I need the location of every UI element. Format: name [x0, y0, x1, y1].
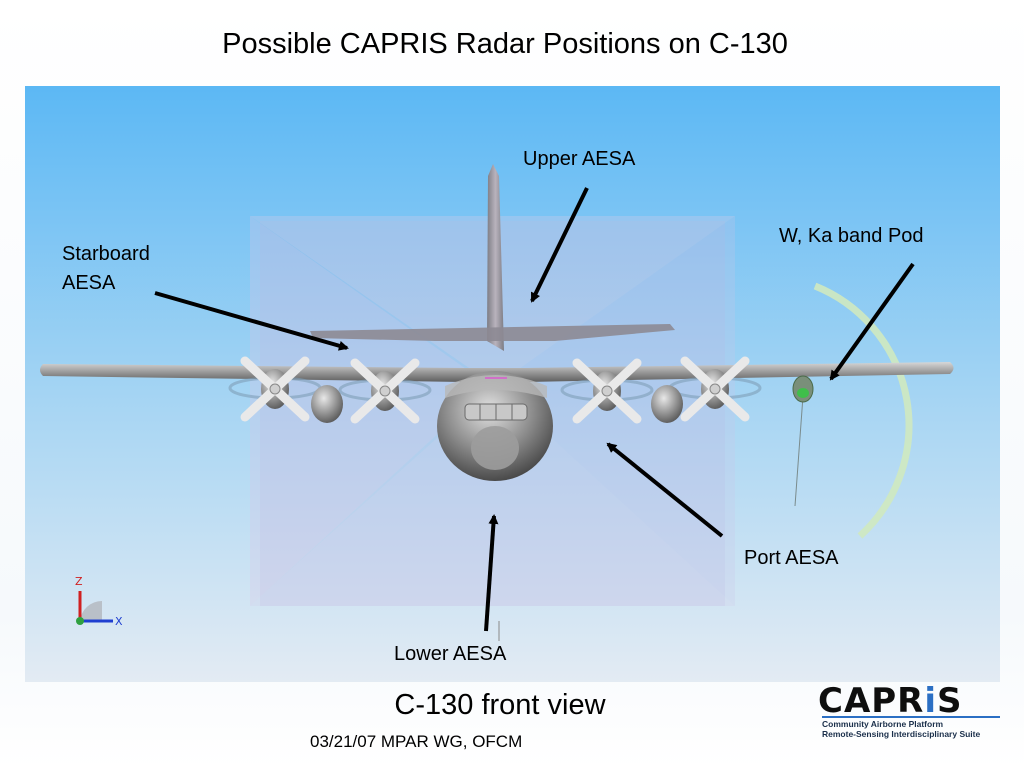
fuselage	[437, 371, 553, 481]
vertical-tail	[487, 164, 504, 351]
slide-footer: 03/21/07 MPAR WG, OFCM	[310, 732, 523, 751]
axis-x-label: X	[115, 615, 123, 628]
axis-triad: Z X	[75, 575, 123, 628]
label-lower-aesa: Lower AESA	[394, 643, 507, 665]
logo-tagline-1: Community Airborne Platform	[822, 719, 944, 729]
capris-logo: CAPRiS Community Airborne Platform Remot…	[818, 683, 1002, 743]
axis-z-label: Z	[75, 575, 83, 588]
label-wka-band-pod: W, Ka band Pod	[779, 225, 924, 247]
logo-bar	[822, 716, 1000, 718]
label-port-aesa: Port AESA	[744, 547, 839, 569]
pod-scan-arc	[813, 282, 913, 539]
horizontal-stabilizer	[310, 324, 675, 341]
arrow-lower-aesa	[484, 514, 499, 632]
arrow-port-aesa	[606, 442, 724, 538]
arrow-pod	[829, 262, 915, 381]
callout-arrows	[154, 187, 915, 632]
label-upper-aesa: Upper AESA	[523, 148, 636, 170]
label-starboard-aesa: Starboard AESA	[62, 243, 150, 294]
logo-tagline-2: Remote-Sensing Interdisciplinary Suite	[822, 729, 981, 739]
slide-title: Possible CAPRIS Radar Positions on C-130	[222, 28, 788, 60]
figure-caption: C-130 front view	[394, 689, 606, 721]
logo-wordmark: CAPRiS	[818, 681, 963, 721]
aircraft-scene: Z X	[25, 86, 1000, 682]
arrow-starboard-aesa	[154, 291, 349, 351]
arrow-upper-aesa	[530, 187, 589, 303]
